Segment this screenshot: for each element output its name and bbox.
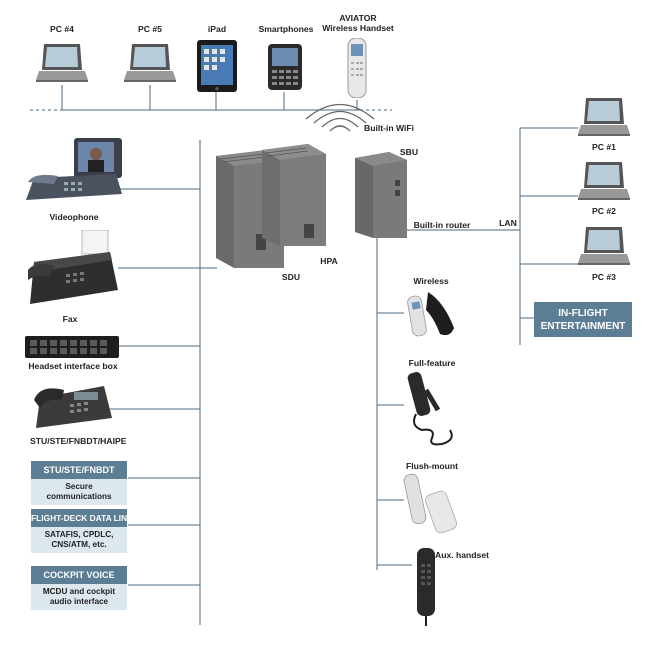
wifi-icon	[305, 103, 375, 132]
router-label: Built-in router	[413, 220, 471, 230]
hpa-unit-icon	[262, 144, 326, 246]
flush-mount-handset-label: Flush-mount	[405, 461, 459, 471]
aux-handset-label: Aux. handset	[435, 550, 489, 560]
videophone-label: Videophone	[49, 212, 99, 222]
fax-label: Fax	[62, 314, 78, 324]
info-box-title: COCKPIT VOICE	[31, 566, 127, 584]
in-flight-entertainment-box: IN-FLIGHT ENTERTAINMENT	[534, 302, 632, 337]
full-feature-handset-icon	[407, 372, 453, 446]
secure-desk-phone-icon	[34, 386, 112, 428]
headset-box-label: Headset interface box	[28, 361, 118, 371]
full-feature-handset-label: Full-feature	[408, 358, 456, 368]
ife-line2: ENTERTAINMENT	[540, 320, 626, 332]
info-box-cockpit-voice: COCKPIT VOICE MCDU and cockpit audio int…	[31, 566, 127, 610]
info-box-body-line: SATAFIS, CPDLC,	[44, 530, 114, 539]
tablet-ipad-icon	[197, 40, 237, 92]
videophone-icon	[26, 138, 122, 200]
aux-handset-icon	[417, 548, 435, 626]
pc2-label: PC #2	[592, 206, 616, 216]
wireless-handset-label: Wireless	[413, 276, 449, 286]
aviator-label-line1: AVIATOR	[339, 13, 377, 23]
smartphones-label: Smartphones	[258, 24, 314, 34]
info-box-stu-ste-fnbdt: STU/STE/FNBDT Secure communications	[31, 461, 127, 505]
info-box-flight-deck-data-link: FLIGHT-DECK DATA LINK SATAFIS, CPDLC, CN…	[31, 509, 133, 553]
info-box-body-line: Secure communications	[46, 482, 112, 501]
laptop-pc5-icon	[124, 44, 176, 82]
laptop-pc2-icon	[578, 162, 630, 200]
info-box-title: FLIGHT-DECK DATA LINK	[31, 509, 133, 527]
lan-label: LAN	[499, 218, 517, 228]
flush-mount-handset-icon	[403, 473, 457, 534]
aviator-label: AVIATOR Wireless Handset	[318, 13, 398, 33]
sbu-label: SBU	[399, 147, 419, 157]
pc4-label: PC #4	[50, 24, 74, 34]
pc5-label: PC #5	[138, 24, 162, 34]
wireless-handset-icon	[407, 292, 454, 337]
info-box-body-line: MCDU and cockpit	[42, 587, 116, 596]
ife-line1: IN-FLIGHT	[558, 307, 608, 319]
smartphone-icon	[268, 44, 302, 90]
sbu-unit-icon	[355, 152, 407, 238]
sdu-label: SDU	[281, 272, 301, 282]
hpa-label: HPA	[320, 256, 338, 266]
pc3-label: PC #3	[592, 272, 616, 282]
pc1-label: PC #1	[592, 142, 616, 152]
ipad-label: iPad	[207, 24, 227, 34]
info-box-body: Secure communications	[31, 479, 127, 505]
laptop-pc1-icon	[578, 98, 630, 136]
fax-icon	[28, 230, 118, 304]
info-box-body-line: CNS/ATM, etc.	[51, 540, 107, 549]
info-box-body: MCDU and cockpit audio interface	[31, 584, 127, 610]
aviator-handset-icon	[347, 38, 367, 98]
info-box-title: STU/STE/FNBDT	[31, 461, 127, 479]
info-box-body: SATAFIS, CPDLC, CNS/ATM, etc.	[31, 527, 127, 553]
info-box-body-line: audio interface	[49, 597, 109, 606]
headset-interface-box-icon	[25, 336, 119, 358]
laptop-pc4-icon	[36, 44, 88, 82]
wifi-label: Built-in WiFi	[364, 123, 415, 133]
aviator-label-line2: Wireless Handset	[322, 23, 394, 33]
secure-phone-label: STU/STE/FNBDT/HAIPE	[30, 436, 127, 446]
laptop-pc3-icon	[578, 227, 630, 265]
